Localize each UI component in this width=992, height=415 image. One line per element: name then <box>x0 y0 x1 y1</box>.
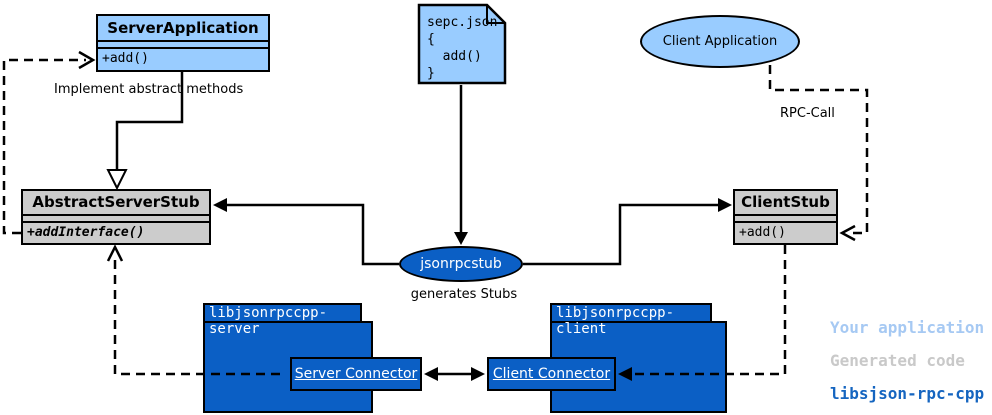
class-title: AbstractServerStub <box>32 193 200 211</box>
note-line: add() <box>427 49 482 64</box>
ellipse-label: Client Application <box>662 34 778 49</box>
ellipse-jsonrpcstub: jsonrpcstub <box>399 246 523 282</box>
implement-label: Implement abstract methods <box>54 82 244 97</box>
jsonrpcstub-to-clientstub-arrow <box>523 198 732 266</box>
jsonrpcstub-to-abstract-arrow <box>213 198 399 266</box>
note-line: } <box>427 66 435 81</box>
class-client-stub: ClientStub +add() <box>733 189 838 245</box>
spec-to-jsonrpcstub-arrow <box>454 85 468 245</box>
class-method: +add() <box>98 47 268 69</box>
rpc-call-label: RPC-Call <box>780 106 835 121</box>
class-server-application: ServerApplication +add() <box>96 14 270 72</box>
class-attrs-compartment <box>23 214 209 221</box>
ellipse-label: jsonrpcstub <box>420 256 502 272</box>
note-spec-json-text: sepc.json { add() } <box>427 14 497 82</box>
client-connector-link[interactable]: Client Connector <box>487 357 616 391</box>
legend-item-libjson-rpc-cpp: libsjson-rpc-cpp <box>830 384 985 403</box>
generates-stubs-label: generates Stubs <box>410 287 518 302</box>
legend-item-your-application: Your application <box>830 318 985 337</box>
class-method: +addInterface() <box>23 221 209 243</box>
class-title: ClientStub <box>741 193 830 211</box>
note-line: sepc.json <box>427 15 498 30</box>
class-attrs-compartment <box>735 214 836 221</box>
ellipse-client-application: Client Application <box>640 15 800 68</box>
class-title: ServerApplication <box>107 19 259 37</box>
server-connector-link[interactable]: Server Connector <box>290 357 422 391</box>
class-method: +add() <box>735 221 836 243</box>
package-client-tab: libjsonrpccpp-client <box>550 303 712 337</box>
class-abstract-server-stub: AbstractServerStub +addInterface() <box>21 189 211 245</box>
connector-double-arrow <box>424 367 485 381</box>
package-server-tab: libjsonrpccpp-server <box>203 303 362 337</box>
legend-item-generated-code: Generated code <box>830 351 965 370</box>
note-line: { <box>427 32 435 47</box>
class-attrs-compartment <box>98 40 268 47</box>
